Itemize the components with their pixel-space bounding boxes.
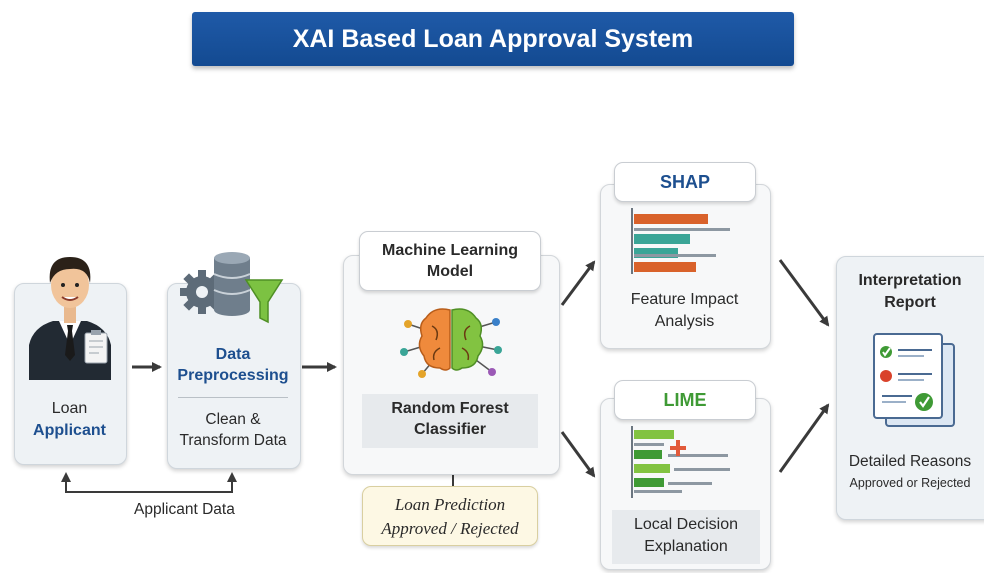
model-header-line2: Model [426, 263, 474, 280]
classifier-box: Random Forest Classifier [362, 394, 538, 448]
prediction-note: Loan Prediction Approved / Rejected [362, 486, 538, 546]
report-title-line1: Interpretation [858, 272, 962, 289]
arrow-model-to-shap [560, 260, 596, 306]
report-title-line2: Report [884, 294, 936, 311]
shap-title-tag: SHAP [614, 162, 756, 202]
database-icon [213, 252, 251, 316]
report-desc-line2: Approved or Rejected [849, 476, 971, 490]
report-document-icon [873, 333, 955, 427]
preprocessing-desc-line2: Transform Data [179, 432, 287, 449]
classifier-line1: Random Forest [391, 400, 509, 417]
preprocessing-title-line1: Data [215, 346, 251, 363]
model-header: Machine Learning Model [359, 231, 541, 291]
preprocessing-desc: Clean & Transform Data [167, 409, 299, 451]
shap-desc-line1: Feature Impact [630, 291, 739, 308]
brain-network-icon [400, 308, 502, 378]
prediction-line2: Approved / Rejected [381, 519, 519, 538]
report-desc-line1: Detailed Reasons [848, 453, 972, 470]
arrow-model-to-lime [560, 431, 596, 478]
shap-bar-chart-icon [631, 208, 730, 274]
title-banner: XAI Based Loan Approval System [192, 12, 794, 66]
page-title: XAI Based Loan Approval System [292, 24, 694, 53]
lime-desc-line1: Local Decision [633, 516, 739, 533]
lime-desc-box: Local Decision Explanation [612, 510, 760, 564]
lime-bar-chart-icon [631, 426, 730, 498]
feedback-loop-line [65, 478, 233, 493]
preprocessing-title: Data Preprocessing [167, 344, 299, 386]
applicant-label-line1: Loan [51, 400, 88, 417]
shap-title: SHAP [659, 171, 710, 192]
filter-funnel-icon [244, 279, 284, 324]
database-gear-filter-icon [180, 252, 284, 324]
arrow-shap-to-report [778, 259, 830, 327]
preprocessing-title-line2: Preprocessing [177, 367, 289, 384]
preprocessing-desc-line1: Clean & [205, 411, 261, 428]
report-title: Interpretation Report [836, 270, 984, 314]
shap-desc: Feature Impact Analysis [600, 289, 769, 333]
model-header-line1: Machine Learning [381, 242, 519, 259]
preprocessing-divider [178, 397, 288, 398]
lime-title: LIME [663, 389, 707, 410]
arrow-lime-to-report [778, 403, 830, 473]
lime-title-tag: LIME [614, 380, 756, 420]
feedback-label: Applicant Data [134, 501, 235, 518]
prediction-line1: Loan Prediction [394, 495, 506, 514]
report-desc: Detailed Reasons Approved or Rejected [836, 451, 984, 493]
applicant-label: Loan Applicant [14, 398, 125, 442]
applicant-label-line2: Applicant [33, 422, 106, 439]
businessman-icon [29, 257, 111, 380]
lime-desc-line2: Explanation [644, 538, 728, 555]
shap-desc-line2: Analysis [654, 313, 715, 330]
classifier-line2: Classifier [413, 421, 487, 438]
